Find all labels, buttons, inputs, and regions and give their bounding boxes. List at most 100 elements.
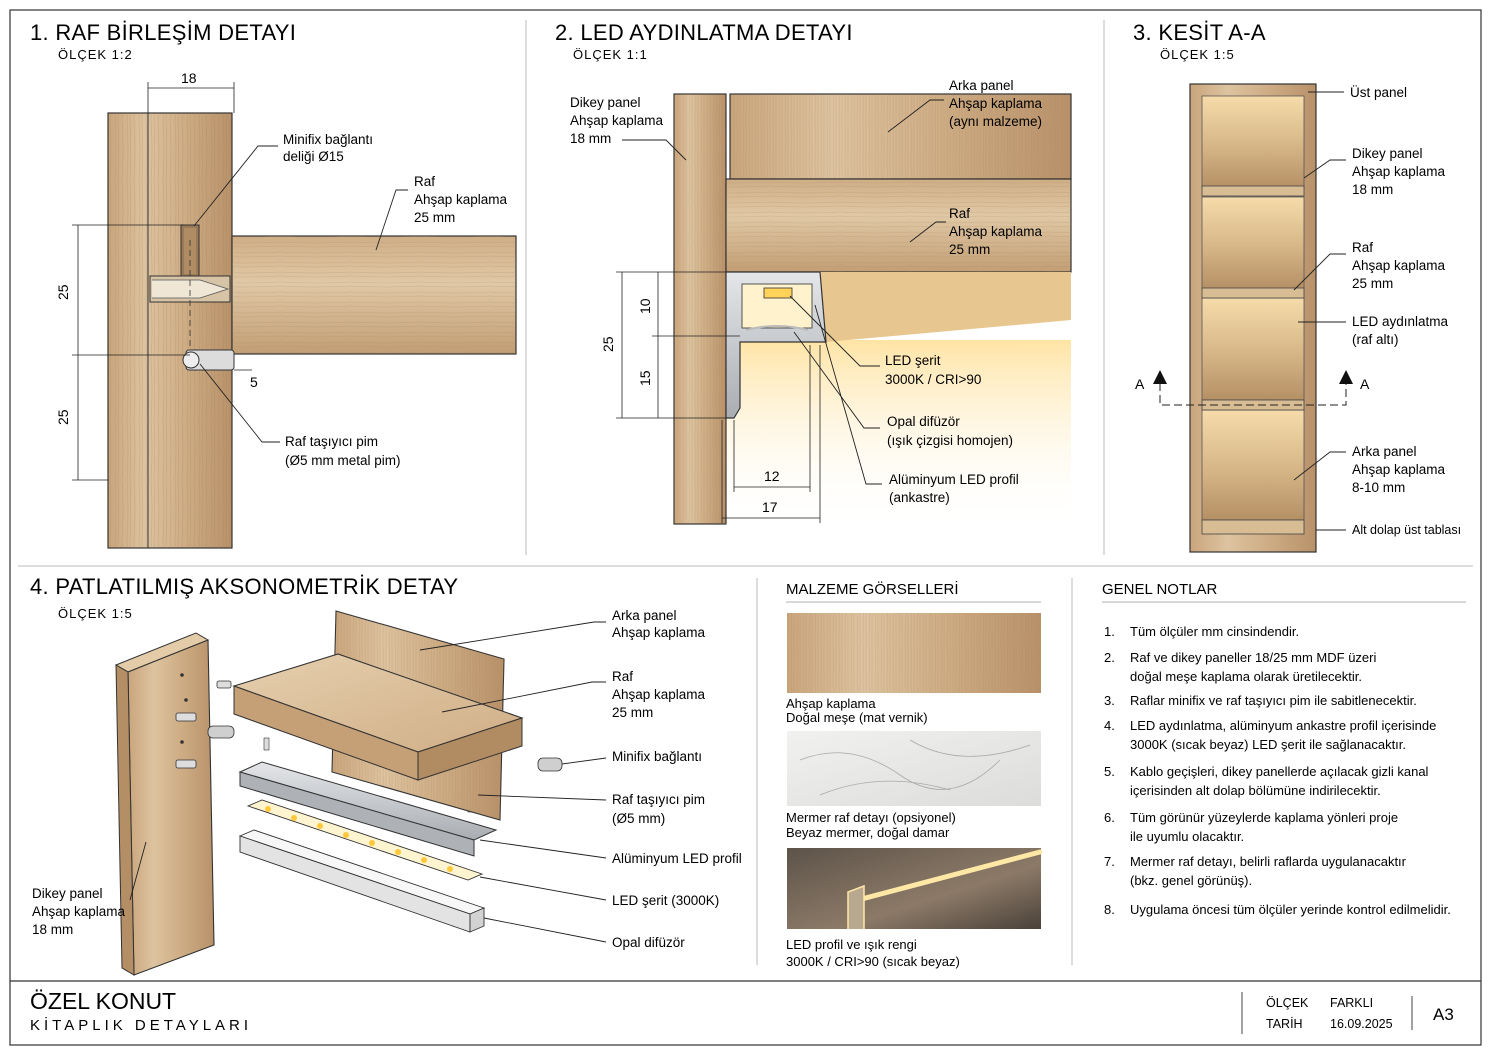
shelf-1 bbox=[1201, 185, 1305, 197]
leader-minifix bbox=[193, 145, 278, 227]
note-text: 3000K (sıcak beyaz) LED şerit ile sağlan… bbox=[1130, 737, 1406, 752]
note-number: 2. bbox=[1104, 650, 1115, 665]
date-value: 16.09.2025 bbox=[1330, 1017, 1393, 1031]
project-name: ÖZEL KONUT bbox=[30, 988, 176, 1014]
dim-25-top: 25 bbox=[55, 284, 71, 300]
section-line bbox=[1159, 383, 1347, 406]
sheet-frame bbox=[9, 9, 1482, 1046]
led-chips bbox=[265, 806, 453, 872]
dim-18: 18 bbox=[181, 70, 197, 86]
vertical-panel-grain bbox=[108, 113, 232, 548]
cell-1 bbox=[1201, 95, 1305, 189]
vertical-panel-edge bbox=[115, 664, 135, 976]
label-minifix-1: Minifix bağlantı bbox=[283, 132, 373, 147]
opal-diffuser-end bbox=[469, 907, 485, 933]
note-number: 6. bbox=[1104, 810, 1115, 825]
material-3-line1: LED profil ve ışık rengi bbox=[786, 937, 917, 952]
label-shelf-1: Raf bbox=[949, 206, 970, 221]
leader-pin bbox=[199, 363, 280, 443]
opal-diffuser-front bbox=[239, 835, 471, 933]
swatch-marble bbox=[787, 731, 1041, 806]
leader-diffuser bbox=[483, 917, 607, 943]
panel-2-scale: ÖLÇEK 1:1 bbox=[573, 47, 648, 62]
aluminum-profile-front bbox=[239, 771, 475, 857]
label-shelf-2: Ahşap kaplama bbox=[949, 224, 1043, 239]
label-vertical-3: 18 mm bbox=[1352, 182, 1393, 197]
label-shelf-3: 25 mm bbox=[612, 705, 653, 720]
note-number: 1. bbox=[1104, 624, 1115, 639]
label-pin-2: (Ø5 mm metal pim) bbox=[285, 453, 401, 468]
label-shelf-1: Raf bbox=[612, 669, 633, 684]
leader-strip bbox=[479, 876, 607, 901]
label-vertical-3: 18 mm bbox=[32, 922, 73, 937]
dim-10: 10 bbox=[637, 298, 653, 314]
led-strip bbox=[763, 287, 793, 299]
label-shelf-2: Ahşap kaplama bbox=[612, 687, 706, 702]
note-text: Mermer raf detayı, belirli raflarda uygu… bbox=[1130, 854, 1407, 869]
swatch-wood-grain bbox=[787, 613, 1041, 693]
marble-veins bbox=[799, 739, 1031, 796]
dim-25-bottom: 25 bbox=[55, 409, 71, 425]
label-minifix-2: deliği Ø15 bbox=[283, 149, 344, 164]
label-profile-2: (ankastre) bbox=[889, 490, 950, 505]
note-text: ile uyumlu olacaktır. bbox=[1130, 829, 1244, 844]
hole bbox=[180, 740, 184, 744]
leader-shelf bbox=[909, 221, 946, 243]
label-shelf-3: 25 mm bbox=[1352, 276, 1393, 291]
cell-3 bbox=[1201, 297, 1305, 401]
led-light-line bbox=[855, 849, 1043, 903]
shelf-underside-lit bbox=[820, 272, 1071, 342]
panel-4-exploded: 4. PATLATILMIŞ AKSONOMETRİK DETAY ÖLÇEK … bbox=[30, 574, 742, 976]
label-back-2: Ahşap kaplama bbox=[1352, 462, 1446, 477]
shelf-grain bbox=[232, 236, 516, 354]
note-number: 5. bbox=[1104, 764, 1115, 779]
panel-2-title: 2. LED AYDINLATMA DETAYI bbox=[555, 20, 853, 45]
led-profile-end bbox=[847, 884, 865, 929]
leader-vertical bbox=[1303, 159, 1346, 179]
label-shelf-2: Ahşap kaplama bbox=[1352, 258, 1446, 273]
label-vertical-1: Dikey panel bbox=[32, 886, 103, 901]
leader-strip bbox=[789, 295, 880, 367]
materials-title: MALZEME GÖRSELLERİ bbox=[786, 580, 959, 598]
leader-shelf bbox=[1293, 253, 1346, 291]
note-number: 4. bbox=[1104, 718, 1115, 733]
leader-shelf bbox=[441, 681, 606, 713]
label-diffuser: Opal difüzör bbox=[612, 935, 685, 950]
dim-15: 15 bbox=[637, 370, 653, 386]
bolt bbox=[175, 712, 197, 722]
label-diffuser-2: (ışık çizgisi homojen) bbox=[887, 433, 1013, 448]
label-back-2: Ahşap kaplama bbox=[949, 96, 1043, 111]
note-number: 7. bbox=[1104, 854, 1115, 869]
label-back-3: (aynı malzeme) bbox=[949, 114, 1042, 129]
leader-minifix bbox=[561, 757, 607, 765]
dim-12: 12 bbox=[764, 468, 780, 484]
section-mark-right: A bbox=[1360, 376, 1370, 392]
dim-5: 5 bbox=[250, 374, 258, 390]
scale-value: FARKLI bbox=[1330, 996, 1373, 1010]
shelf-side bbox=[417, 717, 523, 781]
leader-vertical bbox=[129, 841, 147, 901]
note-text: Tüm görünür yüzeylerde kaplama yönleri p… bbox=[1130, 810, 1398, 825]
panel-3-title: 3. KESİT A-A bbox=[1133, 20, 1266, 45]
dim-17: 17 bbox=[762, 499, 778, 515]
label-shelf-3: 25 mm bbox=[414, 210, 455, 225]
hole bbox=[184, 698, 188, 702]
note-text: doğal meşe kaplama olarak üretilecektir. bbox=[1130, 669, 1362, 684]
label-minifix: Minifix bağlantı bbox=[612, 749, 702, 764]
materials-section: MALZEME GÖRSELLERİ Ahşap kaplama Doğal m… bbox=[786, 580, 1043, 969]
label-vertical-1: Dikey panel bbox=[1352, 146, 1423, 161]
notes-section: GENEL NOTLAR 1.Tüm ölçüler mm cinsindend… bbox=[1102, 581, 1466, 917]
shelf-2 bbox=[1201, 287, 1305, 299]
minifix-cam bbox=[537, 757, 563, 772]
note-text: içerisinden alt dolap bölümüne indirilec… bbox=[1130, 783, 1381, 798]
note-text: Tüm ölçüler mm cinsindendir. bbox=[1130, 624, 1299, 639]
label-shelf-1: Raf bbox=[1352, 240, 1373, 255]
material-1-line1: Ahşap kaplama bbox=[786, 696, 876, 711]
label-strip-1: LED şerit bbox=[885, 353, 941, 368]
label-vertical-1: Dikey panel bbox=[570, 95, 641, 110]
label-shelf-1: Raf bbox=[414, 174, 435, 189]
label-vertical-2: Ahşap kaplama bbox=[32, 904, 126, 919]
leader-back bbox=[1293, 451, 1346, 481]
title-block: ÖZEL KONUT KİTAPLIK DETAYLARI ÖLÇEK FARK… bbox=[30, 988, 1454, 1034]
leader-diffuser bbox=[793, 331, 880, 429]
